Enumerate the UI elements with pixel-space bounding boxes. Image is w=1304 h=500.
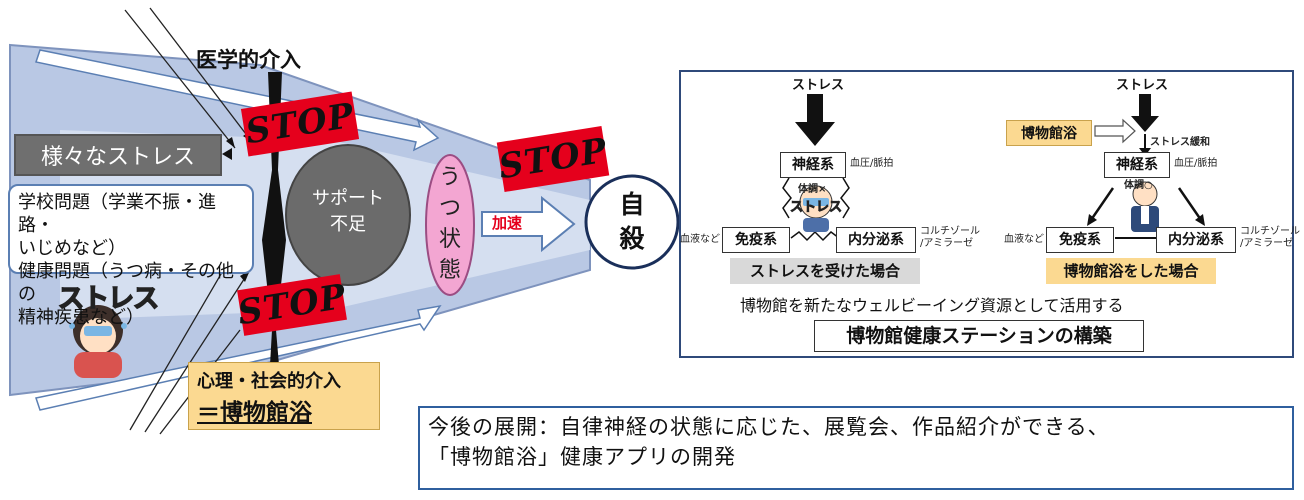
- stress-line: [124, 9, 236, 149]
- condition-note: 体調×: [798, 184, 827, 195]
- worried-person-icon: [69, 305, 127, 378]
- suicide-text: 自 殺: [606, 188, 658, 256]
- nervous-system-box: 神経系: [780, 152, 846, 178]
- right-panel-graphics: [782, 94, 1205, 242]
- cause-line: いじめなど）: [18, 238, 126, 259]
- museum-arrow: [1094, 118, 1136, 144]
- depression-char: 状: [438, 227, 461, 252]
- cause-line: 精神疾患など）: [18, 307, 144, 328]
- acceleration-label: 加速: [492, 214, 523, 232]
- endocrine-system-box-2: 内分泌系: [1156, 227, 1236, 253]
- pointer-arrow: [222, 148, 232, 160]
- causes-box: 学校問題（学業不振・進路・ いじめなど） 健康問題（うつ病・その他の 精神疾患な…: [8, 184, 254, 328]
- blood-note: 血液など: [680, 234, 720, 245]
- blood-note-2: 血液など: [1004, 234, 1044, 245]
- bp-note: 血圧/脈拍: [850, 158, 894, 169]
- suicide-char: 殺: [619, 224, 645, 253]
- signal-zigzag: [782, 177, 792, 219]
- stress-sticker-small: ストレス: [790, 200, 843, 216]
- stress-line: [129, 249, 236, 431]
- future-development-box: 今後の展開：自律神経の状態に応じた、展覧会、作品紹介ができる、 「博物館浴」健康…: [418, 406, 1294, 490]
- stressed-person-icon: [799, 185, 833, 232]
- bp-note-2: 血圧/脈拍: [1174, 158, 1218, 169]
- cortisol-line: /アミラーゼ: [920, 238, 974, 249]
- stress-line: [144, 269, 251, 433]
- stress-line: [149, 7, 253, 143]
- depression-text: う つ 状 態: [436, 162, 464, 286]
- support-lack-ellipse: [285, 144, 411, 286]
- depression-char: つ: [438, 196, 461, 221]
- support-lack-line: 不足: [330, 214, 366, 235]
- stress-relief-note: ストレス緩和: [1150, 137, 1210, 148]
- scenario-stress-label: ストレス: [792, 78, 845, 93]
- station-title: 博物館健康ステーションの構築: [814, 320, 1144, 352]
- relaxed-person-icon: [1131, 181, 1159, 232]
- psychosocial-label: 心理・社会的介入: [197, 371, 341, 392]
- scenario-museum-caption: 博物館浴をした場合: [1046, 258, 1216, 284]
- cortisol-note: コルチゾール /アミラーゼ: [920, 226, 980, 250]
- signal-arrow: [1177, 187, 1203, 221]
- cortisol-line: /アミラーゼ: [1240, 238, 1294, 249]
- signal-arrow-head: [1195, 214, 1205, 226]
- immune-system-box-2: 免疫系: [1046, 227, 1114, 253]
- psychosocial-box: 心理・社会的介入 ＝博物館浴: [188, 362, 380, 430]
- reduced-stress-arrow: [1131, 94, 1159, 132]
- future-line-1: 今後の展開：自律神経の状態に応じた、展覧会、作品紹介ができる、: [428, 415, 1110, 439]
- right-panel: [679, 70, 1294, 358]
- stress-arrowhead: [226, 137, 235, 148]
- depression-char: 態: [438, 258, 461, 283]
- scenario-museum-stress-label: ストレス: [1116, 78, 1169, 93]
- museum-bath-tag: 博物館浴: [1006, 120, 1092, 146]
- stress-sticker-text: ストレス: [57, 283, 160, 315]
- cortisol-note-2: コルチゾール /アミラーゼ: [1240, 226, 1300, 250]
- cortisol-line: コルチゾール: [920, 226, 980, 237]
- cause-line: 学校問題（学業不振・進路・: [18, 192, 216, 236]
- medical-barrier: [262, 72, 286, 400]
- suicide-circle: [584, 174, 680, 270]
- endocrine-system-box: 内分泌系: [836, 227, 916, 253]
- depression-ellipse: [425, 154, 475, 296]
- resource-text: 博物館を新たなウェルビーイング資源として活用する: [740, 296, 1124, 315]
- support-lack-line: サポート: [312, 188, 384, 209]
- museum-bath-label: ＝博物館浴: [197, 400, 312, 426]
- signal-arrow-head: [1087, 214, 1097, 226]
- suicide-char: 自: [619, 190, 645, 219]
- medical-intervention-label: 医学的介入: [196, 48, 301, 72]
- scenario-stress-caption: ストレスを受けた場合: [730, 258, 920, 284]
- stress-down-arrow: [795, 94, 835, 146]
- condition-note-2: 体調○: [1124, 180, 1153, 191]
- nervous-system-box-2: 神経系: [1104, 152, 1170, 178]
- depression-char: う: [438, 165, 461, 190]
- signal-arrow: [1089, 187, 1115, 221]
- signal-zigzag: [790, 230, 840, 242]
- immune-system-box: 免疫系: [722, 227, 790, 253]
- support-lack-text: サポート 不足: [292, 186, 404, 238]
- lower-flow-arrow: [35, 304, 442, 411]
- future-line-2: 「博物館浴」健康アプリの開発: [428, 445, 736, 469]
- signal-zigzag: [840, 177, 850, 219]
- cause-line: 健康問題（うつ病・その他の: [18, 261, 234, 305]
- acceleration-arrow: [481, 195, 576, 253]
- cortisol-line: コルチゾール: [1240, 226, 1300, 237]
- various-stress-box: 様々なストレス: [14, 134, 222, 176]
